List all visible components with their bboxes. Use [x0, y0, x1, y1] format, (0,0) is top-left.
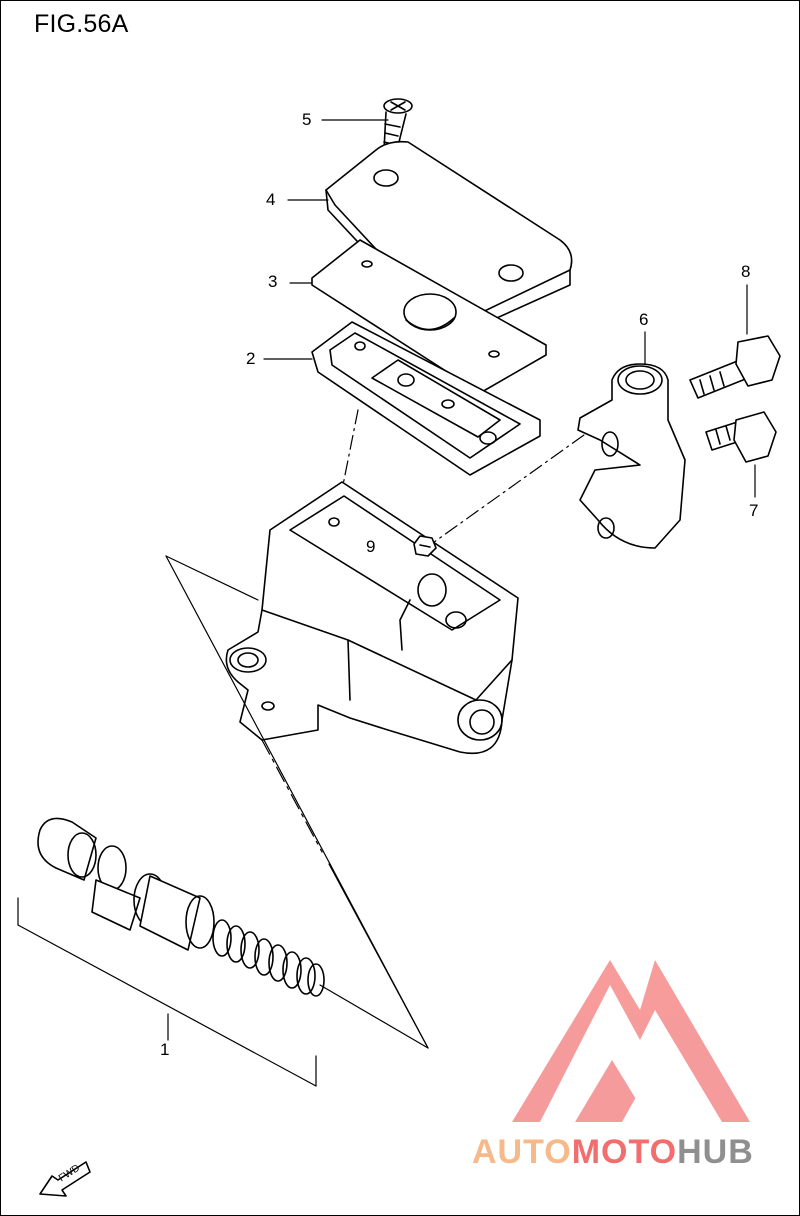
cap-part-9: [413, 535, 437, 557]
callout-7: 7: [749, 501, 759, 520]
diaphragm-part-2: [311, 321, 541, 476]
callout-8: 8: [741, 262, 751, 281]
callout-6: 6: [639, 310, 649, 329]
master-cylinder-body: [225, 481, 519, 754]
callout-1: 1: [160, 1040, 170, 1059]
bolt-part-7: [705, 411, 777, 463]
callout-5: 5: [302, 110, 312, 129]
watermark-part-auto: AUTO: [472, 1133, 572, 1171]
callout-9: 9: [366, 537, 376, 556]
watermark-part-hub: HUB: [677, 1133, 754, 1171]
callout-2: 2: [246, 349, 256, 368]
watermark-logo: [512, 960, 750, 1122]
forward-arrow-icon: [39, 1161, 91, 1197]
watermark-part-moto: MOTO: [571, 1133, 678, 1171]
handlebar-holder-part-6: [577, 363, 686, 549]
watermark-text: AUTOMOTOHUB: [472, 1133, 754, 1172]
diaphragm-plate-part-3: [311, 239, 547, 394]
spring: [212, 919, 325, 997]
screw-part-5: [383, 98, 413, 155]
bolt-part-8: [689, 335, 781, 399]
leader-lines: [17, 119, 756, 1087]
callout-4: 4: [266, 190, 276, 209]
callout-3: 3: [268, 272, 278, 291]
figure-title: FIG.56A: [34, 10, 129, 38]
piston-assembly-part-1: [37, 817, 325, 997]
